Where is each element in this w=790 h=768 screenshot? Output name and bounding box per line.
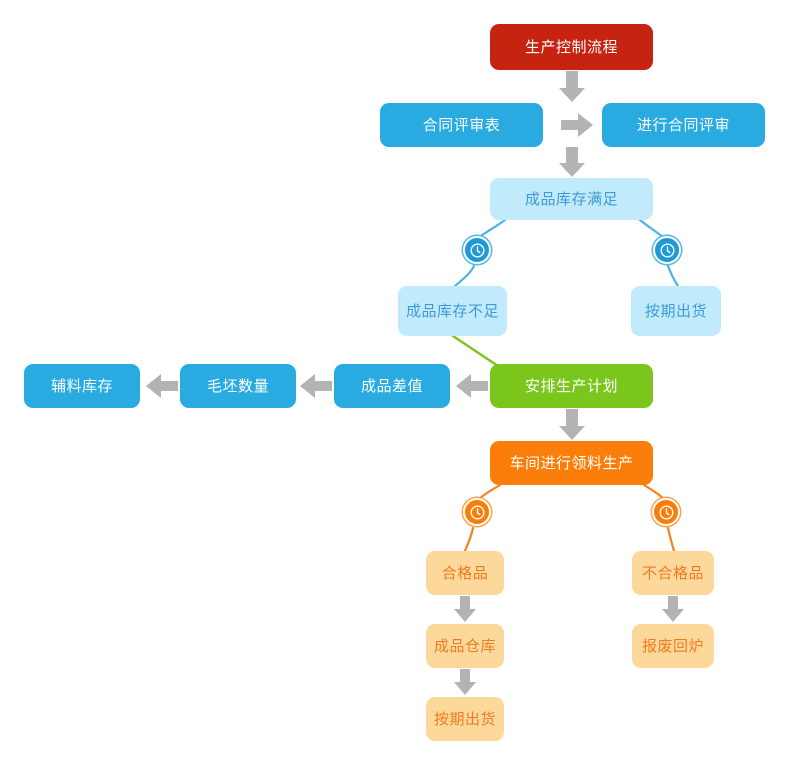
node-stock-short[interactable]: 成品库存不足 <box>398 286 507 336</box>
clock-icon <box>469 504 485 520</box>
edge-stock-short-to-plan <box>451 334 500 368</box>
badge-stock-short[interactable] <box>463 236 491 264</box>
edge-plan-to-workshop <box>559 409 585 440</box>
badge-ship-on-time[interactable] <box>653 236 681 264</box>
node-ship-on-time-2[interactable]: 按期出货 <box>426 697 504 741</box>
node-scrap[interactable]: 报废回炉 <box>632 624 714 668</box>
edge-contract-form-to-review <box>561 113 593 137</box>
edge-plan-to-diff <box>456 374 488 398</box>
node-blank-qty[interactable]: 毛坯数量 <box>180 364 296 408</box>
node-warehouse[interactable]: 成品仓库 <box>426 624 504 668</box>
node-plan[interactable]: 安排生产计划 <box>490 364 653 408</box>
node-aux-stock[interactable]: 辅料库存 <box>24 364 140 408</box>
clock-icon <box>469 242 485 258</box>
node-ship-on-time-1[interactable]: 按期出货 <box>631 286 721 336</box>
badge-qualified[interactable] <box>463 498 491 526</box>
node-qualified[interactable]: 合格品 <box>426 551 504 595</box>
node-root[interactable]: 生产控制流程 <box>490 24 653 70</box>
edge-warehouse-to-ship-on-time <box>454 669 476 695</box>
edge-root-to-contract-form <box>559 71 585 102</box>
clock-icon <box>659 242 675 258</box>
node-contract-form[interactable]: 合同评审表 <box>380 103 543 147</box>
edge-blank-qty-to-aux-stock <box>146 374 178 398</box>
node-contract-review[interactable]: 进行合同评审 <box>602 103 765 147</box>
node-diff[interactable]: 成品差值 <box>334 364 450 408</box>
node-stock-ok[interactable]: 成品库存满足 <box>490 178 653 220</box>
node-workshop[interactable]: 车间进行领料生产 <box>490 441 653 485</box>
edge-diff-to-blank-qty <box>300 374 332 398</box>
edge-unqualified-to-scrap <box>662 596 684 622</box>
clock-icon <box>658 504 674 520</box>
badge-unqualified[interactable] <box>652 498 680 526</box>
node-unqualified[interactable]: 不合格品 <box>632 551 714 595</box>
edge-contract-form-to-stock-ok <box>559 147 585 177</box>
edge-qualified-to-warehouse <box>454 596 476 622</box>
